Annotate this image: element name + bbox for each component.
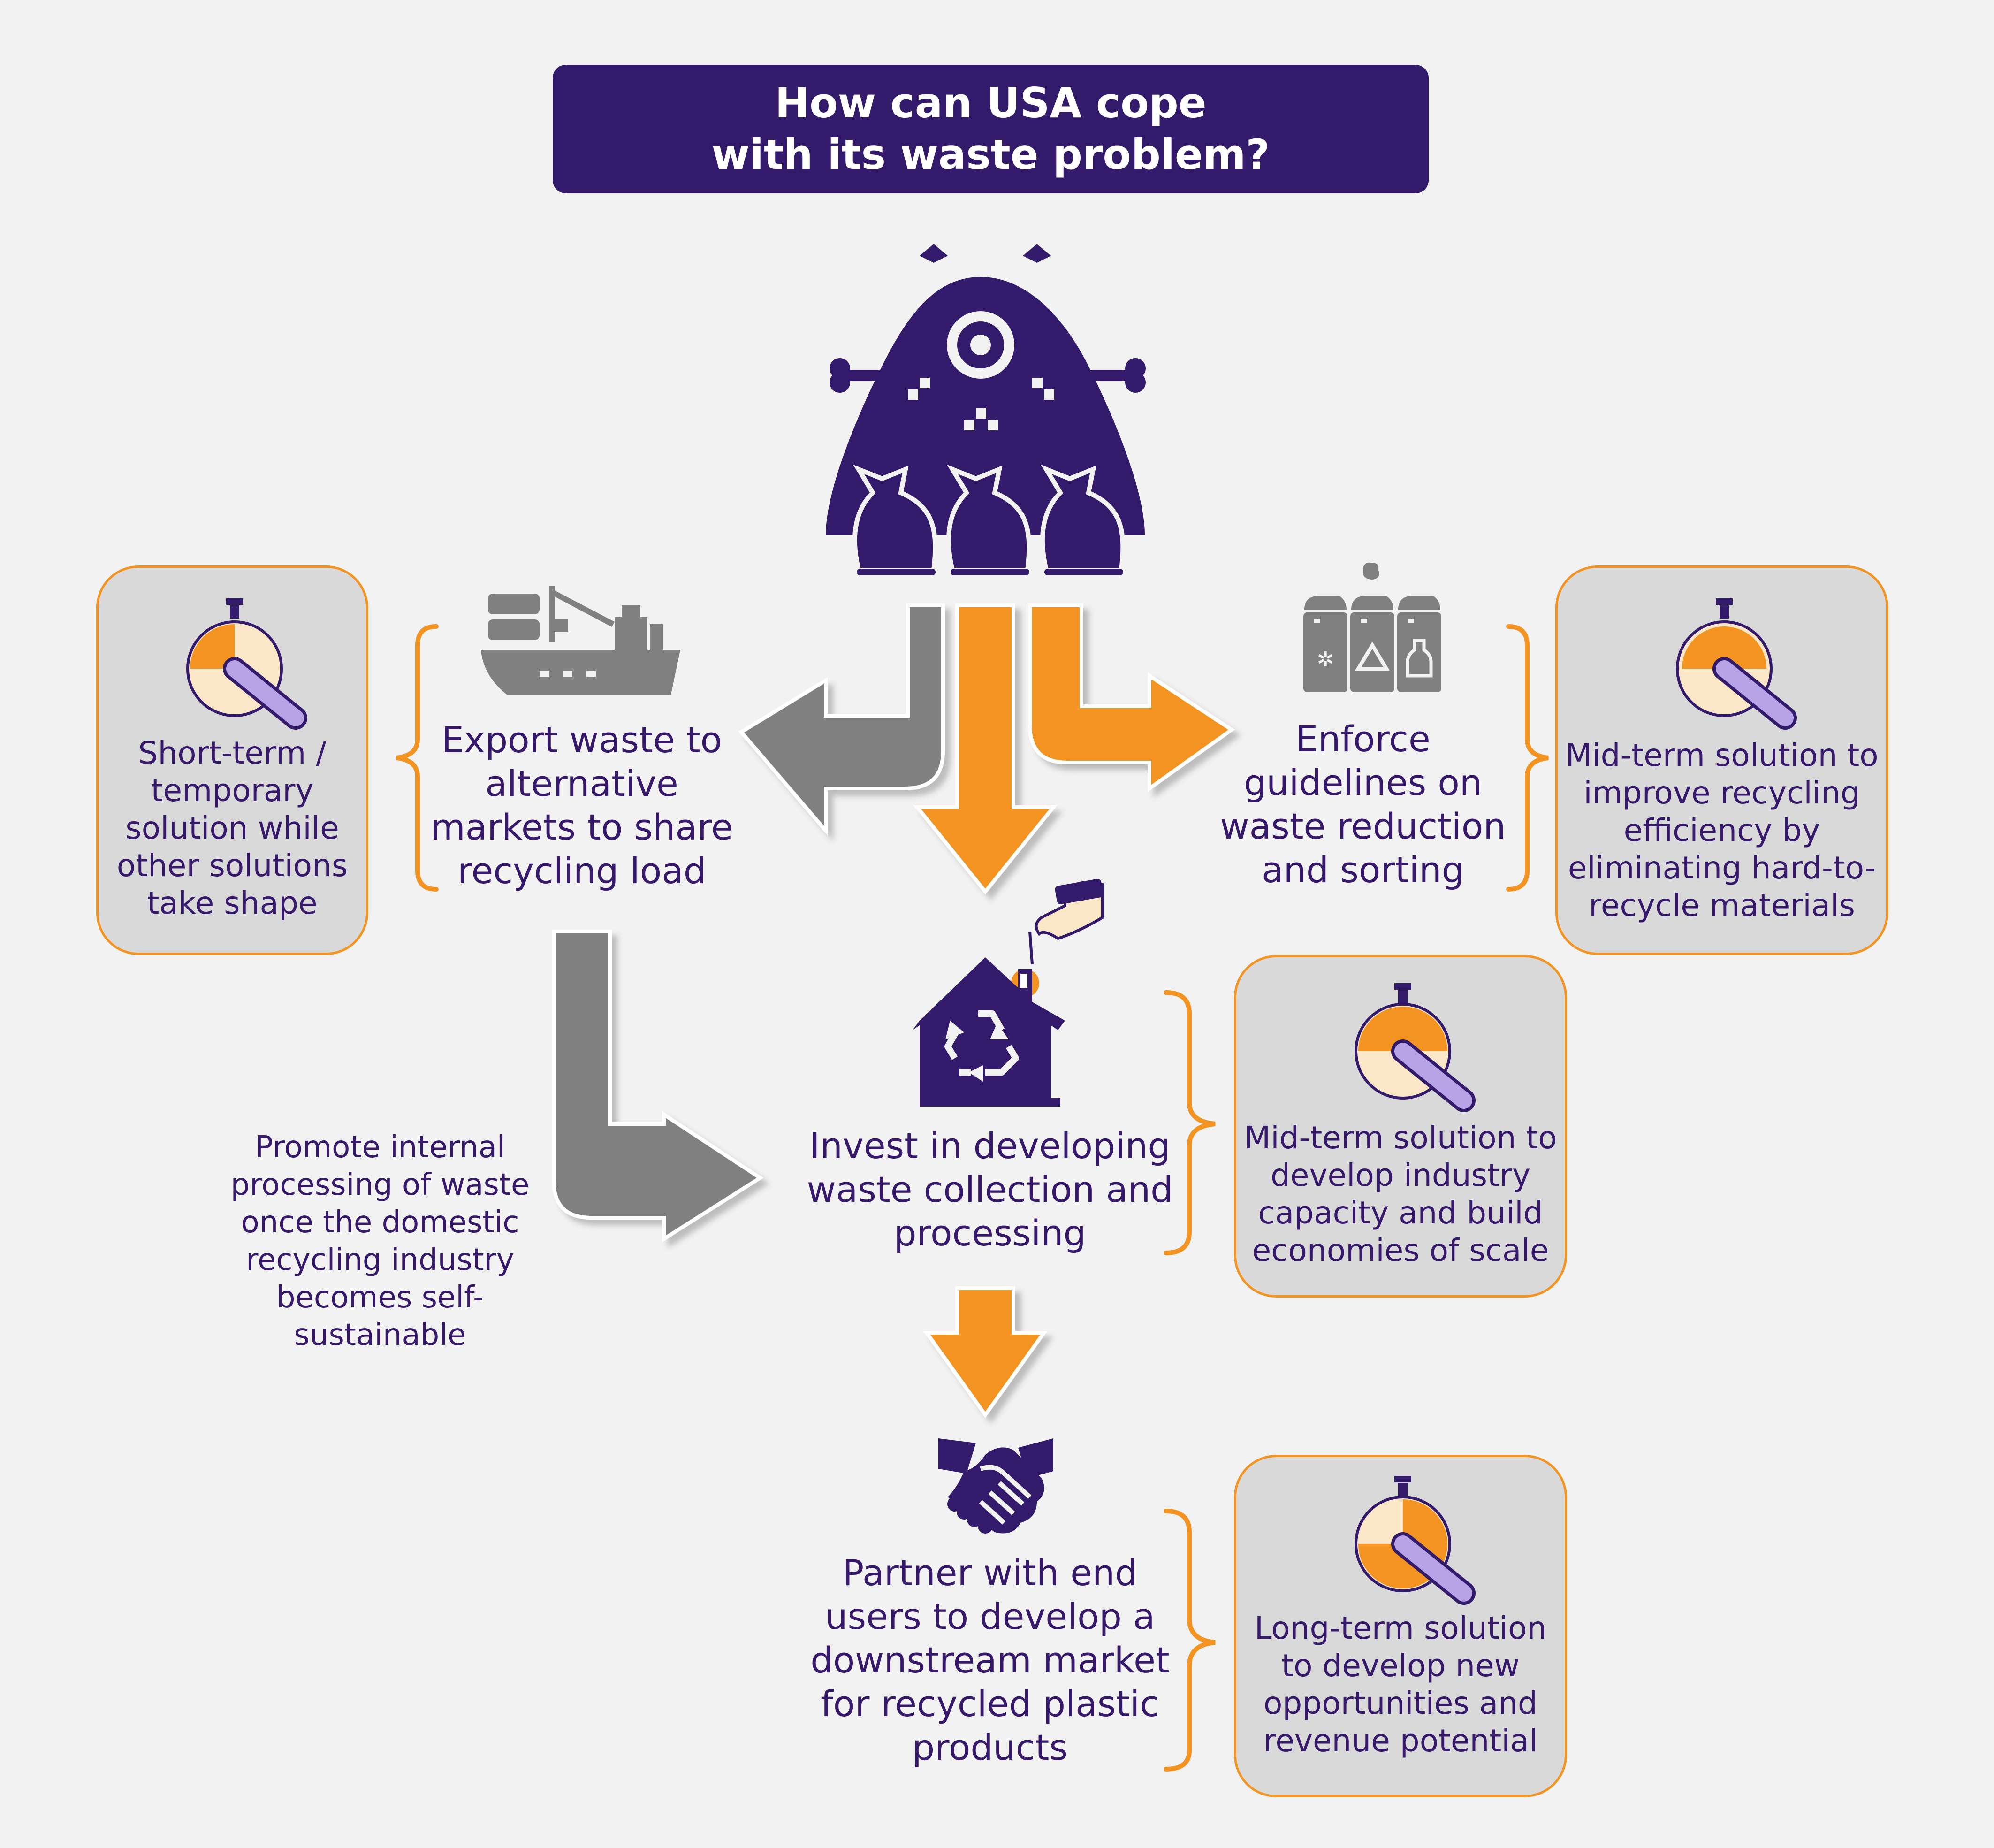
brace-enforce xyxy=(1506,624,1549,892)
arrow-to-invest xyxy=(913,603,1058,895)
label-enforce: Enforce guidelines on waste reduction an… xyxy=(1220,718,1506,891)
note-card-invest: Mid-term solution to develop industry ca… xyxy=(1234,955,1567,1298)
cargo-ship-icon xyxy=(481,586,680,695)
label-partner: Partner with end users to develop a down… xyxy=(810,1552,1170,1768)
stopwatch-icon xyxy=(186,598,307,730)
title-line-1: How can USA cope xyxy=(775,79,1207,127)
stopwatch-icon xyxy=(1676,598,1797,730)
waste-monster-icon xyxy=(826,244,1146,575)
title-line-2: with its waste problem? xyxy=(711,130,1270,179)
note-card-partner: Long-term solution to develop new opport… xyxy=(1234,1455,1567,1797)
label-invest: Invest in developing waste collection an… xyxy=(807,1125,1173,1254)
sorting-bins-icon: ✲ xyxy=(1303,562,1441,692)
svg-text:✲: ✲ xyxy=(1317,648,1334,672)
title-box: How can USA cope with its waste problem? xyxy=(553,65,1429,193)
handshake-icon xyxy=(938,1438,1053,1534)
arrow-to-enforce xyxy=(1028,603,1235,792)
note-export: Short-term / temporary solution while ot… xyxy=(116,735,348,921)
arrow-to-partner xyxy=(923,1286,1048,1418)
recycling-house-icon xyxy=(913,878,1104,1107)
stopwatch-icon xyxy=(1355,1476,1476,1605)
brace-partner xyxy=(1164,1509,1216,1772)
promote-note: Promote internal processing of waste onc… xyxy=(230,1130,530,1352)
stopwatch-icon xyxy=(1355,983,1476,1112)
arrow-to-export xyxy=(738,603,945,836)
note-card-enforce: Mid-term solution to improve recycling e… xyxy=(1555,565,1888,955)
note-invest: Mid-term solution to develop industry ca… xyxy=(1244,1120,1557,1268)
label-export: Export waste to alternative markets to s… xyxy=(430,719,733,892)
note-partner: Long-term solution to develop new opport… xyxy=(1254,1610,1547,1759)
brace-export xyxy=(396,624,439,892)
arrow-export-to-invest xyxy=(552,930,764,1243)
note-card-export: Short-term / temporary solution while ot… xyxy=(96,565,368,955)
note-enforce: Mid-term solution to improve recycling e… xyxy=(1565,737,1879,924)
brace-invest xyxy=(1164,990,1216,1255)
